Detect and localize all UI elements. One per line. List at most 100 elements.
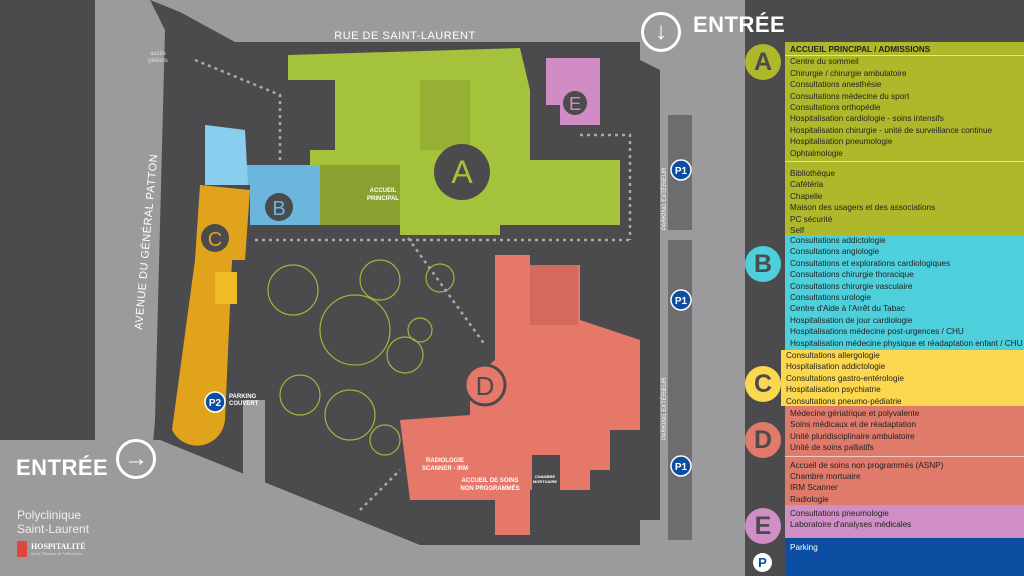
legend-badge-c: C	[745, 366, 781, 402]
legend-item: Radiologie	[790, 494, 829, 504]
legend-item: Hospitalisations médecine post-urgences …	[790, 327, 964, 337]
legend-item: Soins médicaux et de réadaptation	[790, 420, 917, 430]
road-entrance-bottom	[0, 440, 745, 576]
legend-item: Hospitalisation de jour cardiologie	[790, 315, 913, 325]
legend-parking: Parking	[785, 538, 1024, 576]
building-e-letter: E	[569, 94, 581, 114]
legend-a-header: ACCUEIL PRINCIPAL / ADMISSIONS	[785, 42, 1024, 57]
parking-exterior-label: PARKING EXTÉRIEUR	[661, 167, 668, 230]
legend-item: Maison des usagers et des associations	[790, 203, 936, 213]
svg-text:P1: P1	[675, 462, 688, 473]
legend-badge-e: E	[745, 508, 781, 544]
legend-item: Consultations urologie	[790, 293, 872, 303]
building-b-marker	[265, 193, 293, 221]
legend-item: Unité pluridisciplinaire ambulatoire	[790, 431, 915, 441]
legend-item: Ophtalmologie	[790, 148, 843, 158]
building-a-marker	[434, 144, 490, 200]
arrow-right-icon: →	[116, 439, 156, 479]
building-e-marker	[563, 91, 587, 115]
building-c	[172, 185, 250, 446]
street-rue-saint-laurent: RUE DE SAINT-LAURENT	[334, 30, 475, 42]
legend-item: Chapelle	[790, 191, 823, 201]
legend-item: Consultations allergologie	[786, 351, 880, 360]
building-b-letter: B	[272, 198, 285, 220]
building-d-wing	[532, 455, 560, 515]
building-c-letter: C	[208, 229, 222, 251]
parking-exterior-bottom	[668, 240, 692, 540]
legend-item: Hospitalisation pneumologie	[790, 137, 893, 147]
entrance-left-label: ENTRÉE	[16, 455, 109, 480]
legend-item: Chambre mortuaire	[790, 472, 861, 482]
legend-item: Cafétéria	[790, 180, 824, 190]
legend-item: Consultations gastro-entérologie	[786, 373, 904, 383]
svg-text:P1: P1	[675, 166, 688, 177]
parking-p2-marker[interactable]: P2	[204, 391, 226, 413]
legend-item: Consultations chirurgie thoracique	[790, 270, 914, 280]
legend-item: Self	[790, 226, 805, 236]
parking-p1-marker[interactable]: P1	[670, 159, 692, 181]
legend-item: Médecine gériatrique et polyvalente	[790, 409, 920, 418]
legend-item: Accueil de soins non programmés (ASNP)	[790, 460, 944, 470]
legend-item: Chirurgie / chirurgie ambulatoire	[790, 68, 907, 78]
legend-badge-parking: P	[753, 553, 772, 572]
legend-item: Consultations pneumologie	[790, 509, 889, 518]
svg-text:P1: P1	[675, 296, 688, 307]
legend-item: Laboratoire d'analyses médicales	[790, 520, 912, 530]
svg-text:P2: P2	[209, 398, 222, 409]
road-right	[640, 42, 745, 576]
legend-item: Consultations pneumo-pédiatrie	[786, 396, 902, 406]
building-a-wing	[310, 165, 400, 225]
legend-item: Hospitalisation psychiatrie	[786, 385, 881, 395]
building-a-letter: A	[451, 154, 473, 190]
arrow-down-icon: ↓	[641, 12, 681, 52]
legend-item: Hospitalisation chirurgie - unité de sur…	[790, 125, 993, 135]
building-d-letter: D	[476, 371, 495, 401]
building-d	[400, 255, 640, 535]
legend-a: ACCUEIL PRINCIPAL / ADMISSIONS Centre du…	[785, 42, 1024, 235]
garden-trees	[267, 259, 455, 456]
building-b-top	[205, 125, 248, 185]
legend-item: IRM Scanner	[790, 483, 838, 493]
legend-item: Consultations médecine du sport	[790, 91, 910, 101]
legend-badge-d: D	[745, 422, 781, 458]
legend-badge-b: B	[745, 246, 781, 282]
legend-item: Consultations chirurgie vasculaire	[790, 281, 913, 291]
legend-badge-a: A	[745, 44, 781, 80]
parking-exterior-label: PARKING EXTÉRIEUR	[661, 377, 668, 440]
pedestrian-paths	[194, 58, 632, 511]
road-avenue-patton	[95, 0, 165, 500]
site-map: PARKING EXTÉRIEUR PARKING EXTÉRIEUR A AC…	[0, 0, 745, 576]
legend-item: Consultations addictologie	[790, 236, 886, 245]
legend-item: Consultations anesthésie	[790, 80, 882, 90]
building-c-marker	[201, 224, 229, 252]
legend-item: Centre d'Aide à l'Arrêt du Tabac	[790, 304, 905, 314]
legend-item: PC sécurité	[790, 214, 833, 224]
legend-item: Consultations et explorations cardiologi…	[790, 258, 951, 268]
entrance-top-label: ENTRÉE	[693, 12, 786, 37]
legend-item: Bibliothèque	[790, 169, 836, 179]
legend-item: Centre du sommeil	[790, 57, 859, 67]
building-d-marker	[463, 363, 507, 407]
building-d-wing	[530, 265, 578, 325]
parking-p1-marker[interactable]: P1	[670, 455, 692, 477]
legend-parking-label: Parking	[790, 543, 818, 552]
legend-item: Consultations angiologie	[790, 247, 880, 257]
building-a-wing	[420, 80, 470, 150]
road-rue-saint-laurent	[150, 0, 745, 42]
legend-item: Consultations orthopédie	[790, 103, 881, 113]
parking-p1-marker[interactable]: P1	[670, 289, 692, 311]
road-parking-covered	[243, 400, 265, 490]
building-c-annex	[215, 272, 237, 304]
